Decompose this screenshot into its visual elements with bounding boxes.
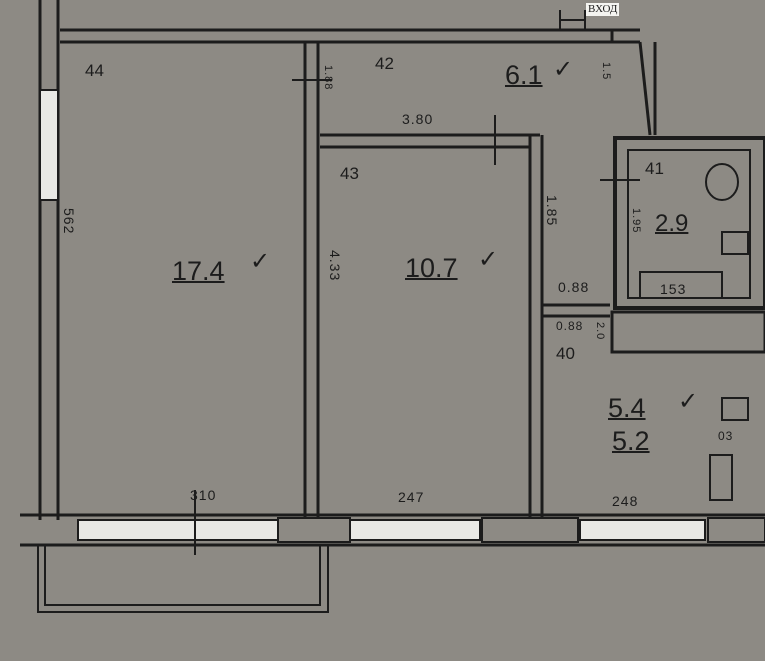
dim-195: 1.95 (630, 208, 642, 234)
room-42-label: 42 (375, 54, 394, 73)
stove (709, 454, 733, 501)
toilet (705, 163, 739, 201)
room-40-label: 40 (556, 344, 575, 363)
room-41-label: 41 (645, 159, 664, 178)
area-room-44: 17.4 (172, 256, 225, 286)
area-room-43: 10.7 (405, 253, 458, 283)
pier-1 (277, 517, 351, 543)
check-room-44: ✓ (250, 248, 271, 275)
dim-088-a: 0.88 (558, 279, 590, 295)
area-kitchen-alt: 5.2 (612, 426, 650, 456)
room-44-label: 44 (85, 61, 104, 80)
pier-2 (481, 517, 579, 543)
room43-top-wall (320, 133, 540, 149)
window-1 (77, 519, 279, 541)
right-corridor (610, 30, 657, 135)
dim-380: 3.80 (402, 111, 434, 127)
area-bathroom: 2.9 (655, 210, 689, 237)
bathroom (613, 136, 765, 310)
check-hall: ✓ (553, 56, 574, 83)
dim-247: 247 (398, 489, 425, 505)
entrance-door (559, 10, 586, 30)
window-3 (579, 519, 706, 541)
area-kitchen: 5.4 (608, 393, 646, 423)
bathtub (639, 271, 723, 299)
dim-433: 4.33 (327, 250, 343, 282)
dim-185: 1.85 (544, 195, 560, 227)
bottom-wall (20, 513, 765, 547)
partition-44-43 (303, 42, 320, 518)
pier-3 (707, 517, 765, 543)
check-kitchen: ✓ (678, 388, 699, 415)
hall-right-wall (638, 41, 652, 136)
dim-15: 1.5 (600, 62, 612, 81)
entrance-label: ВХОД (586, 3, 620, 16)
kitchen-sink (721, 397, 749, 421)
dim-562: 562 (61, 208, 77, 235)
balcony (37, 545, 329, 613)
dim-188: 1.88 (322, 65, 334, 91)
kitchen-duct (610, 310, 765, 354)
left-window (39, 89, 59, 201)
sink (721, 231, 749, 255)
check-room-43: ✓ (478, 246, 499, 273)
dim-248: 248 (612, 493, 639, 509)
left-wall (38, 0, 60, 520)
left-top-wall (38, 0, 60, 90)
window-2 (349, 519, 481, 541)
dim-310: 310 (190, 487, 217, 503)
dim-20: 2.0 (594, 322, 606, 341)
dim-153: 153 (660, 281, 687, 297)
room-43-label: 43 (340, 164, 359, 183)
room43-right-wall (528, 135, 544, 518)
area-hall: 6.1 (505, 60, 543, 90)
kitchen-top-wall (542, 303, 610, 318)
dim-088-b: 0.88 (556, 319, 584, 333)
top-wall (60, 28, 640, 44)
dim-03: 03 (718, 429, 734, 443)
